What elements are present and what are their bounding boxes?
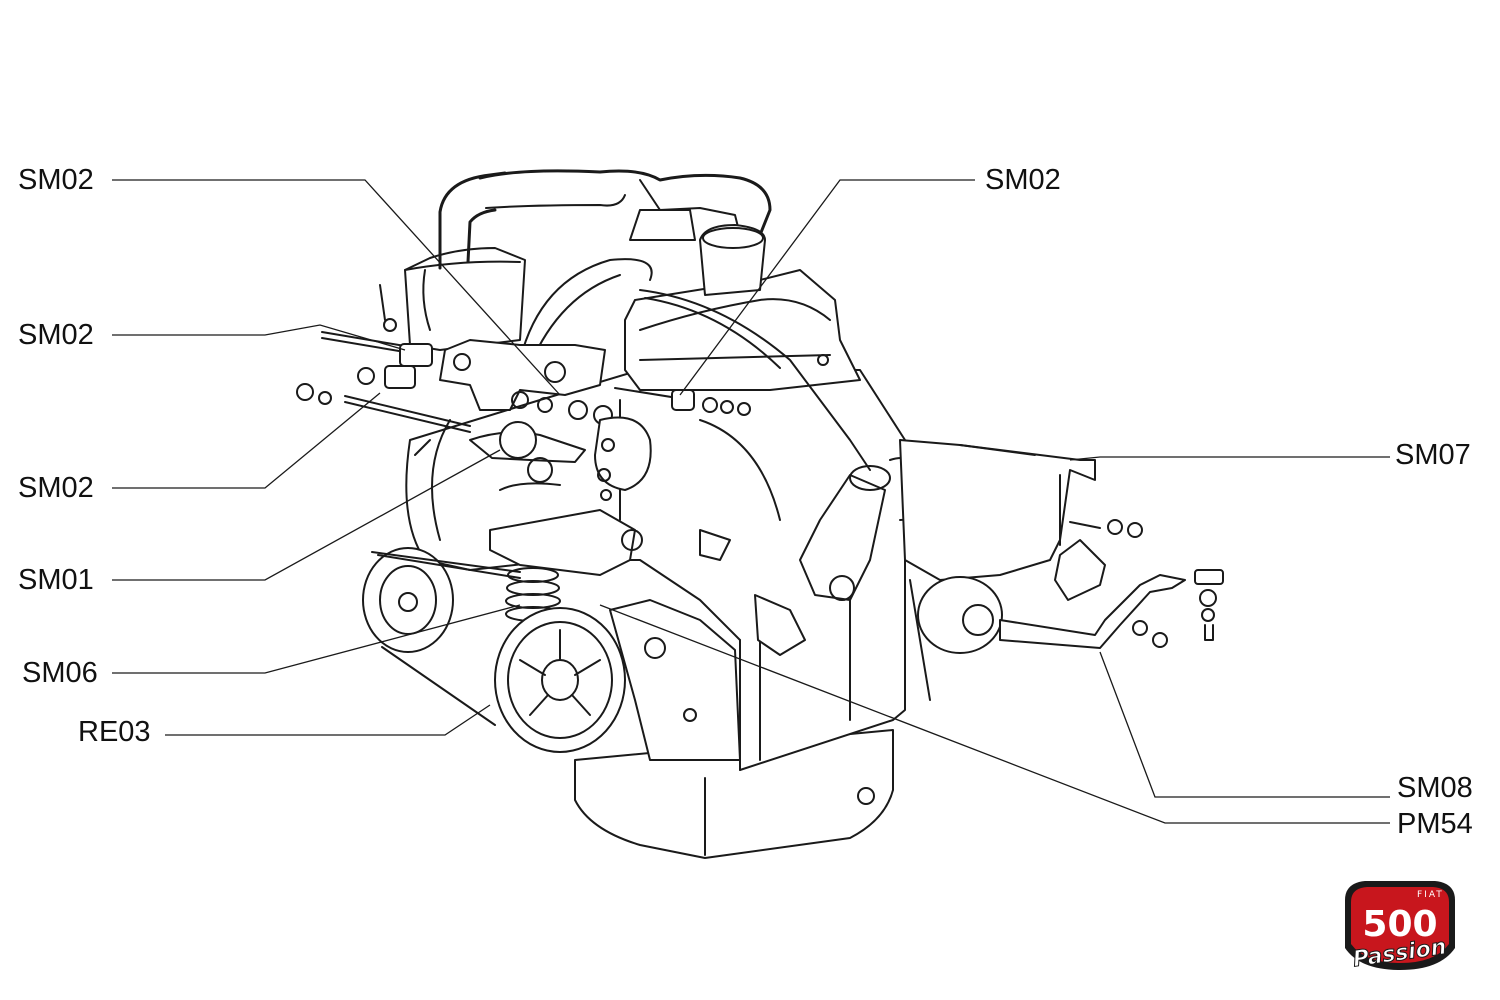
leader-lines <box>112 179 1390 824</box>
leader-left-1 <box>112 179 561 396</box>
callout-right-3[interactable]: PM54 <box>1397 808 1473 840</box>
callout-right-1[interactable]: SM07 <box>1395 439 1471 471</box>
leader-left-6 <box>165 704 491 736</box>
callout-left-6[interactable]: RE03 <box>78 716 151 748</box>
logo-model: 500 <box>1362 904 1437 945</box>
leader-top-right <box>679 179 975 396</box>
callout-left-1[interactable]: SM02 <box>18 164 94 196</box>
logo-badge-inner <box>1351 887 1449 963</box>
intake-pipes <box>438 169 772 296</box>
fiat-500-passion-logo: FIAT 500 Passion <box>1345 881 1455 973</box>
leader-left-5 <box>112 604 521 674</box>
distributor <box>754 457 926 656</box>
leader-left-2 <box>112 324 406 351</box>
callout-left-3[interactable]: SM02 <box>18 472 94 504</box>
logo-brand: FIAT <box>1417 890 1444 900</box>
callout-top-right[interactable]: SM02 <box>985 164 1061 196</box>
callout-left-4[interactable]: SM01 <box>18 564 94 596</box>
engine-block <box>405 369 906 771</box>
flange <box>594 416 652 501</box>
leader-left-4 <box>112 449 501 581</box>
callout-left-5[interactable]: SM06 <box>22 657 98 689</box>
air-filter <box>404 247 526 351</box>
callout-left-2[interactable]: SM02 <box>18 319 94 351</box>
fuel-pump <box>469 421 643 576</box>
studs-and-nuts <box>296 284 613 433</box>
gearbox <box>899 439 1096 701</box>
leader-right-3 <box>599 604 1390 824</box>
oil-pan <box>574 729 894 859</box>
belt-and-pulley <box>362 547 521 726</box>
misc-parts <box>414 439 731 561</box>
leader-right-1 <box>1069 456 1390 461</box>
exhaust-manifold <box>439 339 606 411</box>
support-bracket <box>999 519 1224 649</box>
fan-housing <box>494 599 741 761</box>
leader-left-3 <box>112 392 381 489</box>
leader-right-2 <box>1099 651 1390 798</box>
callout-right-2[interactable]: SM08 <box>1397 772 1473 804</box>
